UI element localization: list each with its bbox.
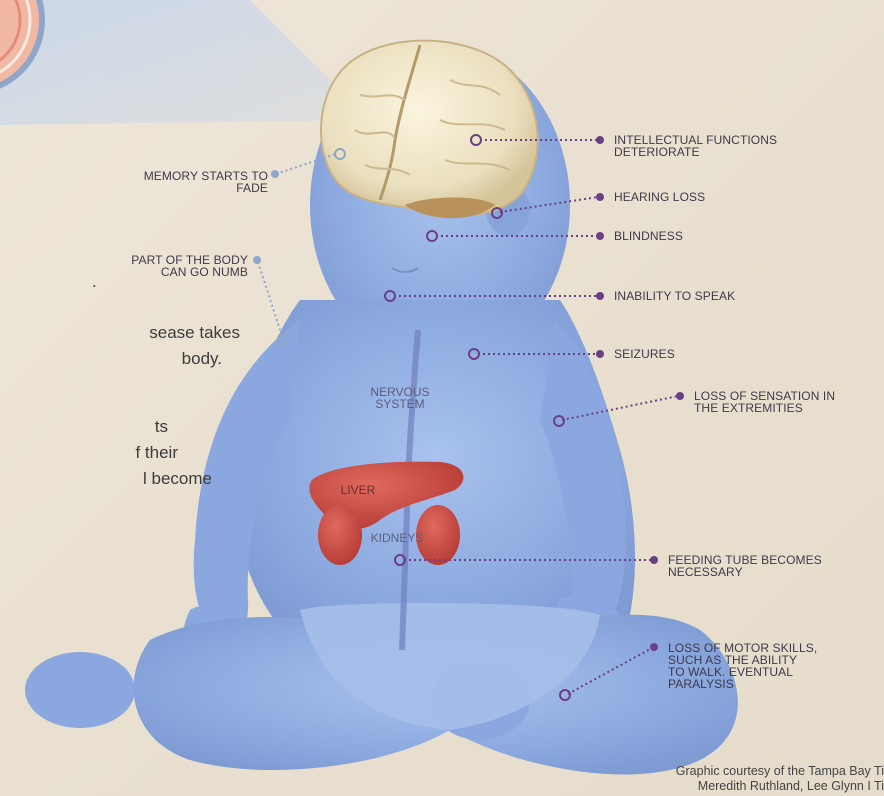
label-line: HEARING LOSS <box>614 191 705 203</box>
label-motor-skills: LOSS OF MOTOR SKILLS, SUCH AS THE ABILIT… <box>668 642 817 690</box>
label-nervous-system: NERVOUS SYSTEM <box>350 386 450 410</box>
label-line: SEIZURES <box>614 348 675 360</box>
label-line: NECESSARY <box>668 566 822 578</box>
label-line: THE EXTREMITIES <box>694 402 835 414</box>
label-inability-to-speak: INABILITY TO SPEAK <box>614 290 735 302</box>
label-line: DETERIORATE <box>614 146 777 158</box>
partial-text-5: f their <box>0 441 178 464</box>
label-liver: LIVER <box>328 484 388 496</box>
graphic-credit: Graphic courtesy of the Tampa Bay Ti Mer… <box>600 764 884 794</box>
label-line: SYSTEM <box>350 398 450 410</box>
label-blindness: BLINDNESS <box>614 230 683 242</box>
label-line: LIVER <box>328 484 388 496</box>
partial-text-4: ts <box>0 415 168 438</box>
label-line: FADE <box>110 182 268 194</box>
label-intellectual-functions: INTELLECTUAL FUNCTIONS DETERIORATE <box>614 134 777 158</box>
label-memory-fades: MEMORY STARTS TO FADE <box>110 170 268 194</box>
label-line: BLINDNESS <box>614 230 683 242</box>
label-seizures: SEIZURES <box>614 348 675 360</box>
brain <box>321 41 538 219</box>
label-line: CAN GO NUMB <box>90 266 248 278</box>
label-line: PARALYSIS <box>668 678 817 690</box>
label-line: KIDNEYS <box>352 532 442 544</box>
partial-text-3: body. <box>0 347 222 370</box>
partial-text-2: sease takes <box>0 321 240 344</box>
label-body-numb: PART OF THE BODY CAN GO NUMB <box>90 254 248 278</box>
credit-line: Graphic courtesy of the Tampa Bay Ti <box>600 764 884 779</box>
label-line: INABILITY TO SPEAK <box>614 290 735 302</box>
label-hearing-loss: HEARING LOSS <box>614 191 705 203</box>
credit-line: Meredith Ruthland, Lee Glynn I Ti <box>600 779 884 794</box>
label-kidneys: KIDNEYS <box>352 532 442 544</box>
partial-text-6: l become <box>0 467 212 490</box>
partial-text-1: . <box>92 270 97 293</box>
zoom-wedge <box>0 0 370 125</box>
label-feeding-tube: FEEDING TUBE BECOMES NECESSARY <box>668 554 822 578</box>
label-loss-of-sensation: LOSS OF SENSATION IN THE EXTREMITIES <box>694 390 835 414</box>
